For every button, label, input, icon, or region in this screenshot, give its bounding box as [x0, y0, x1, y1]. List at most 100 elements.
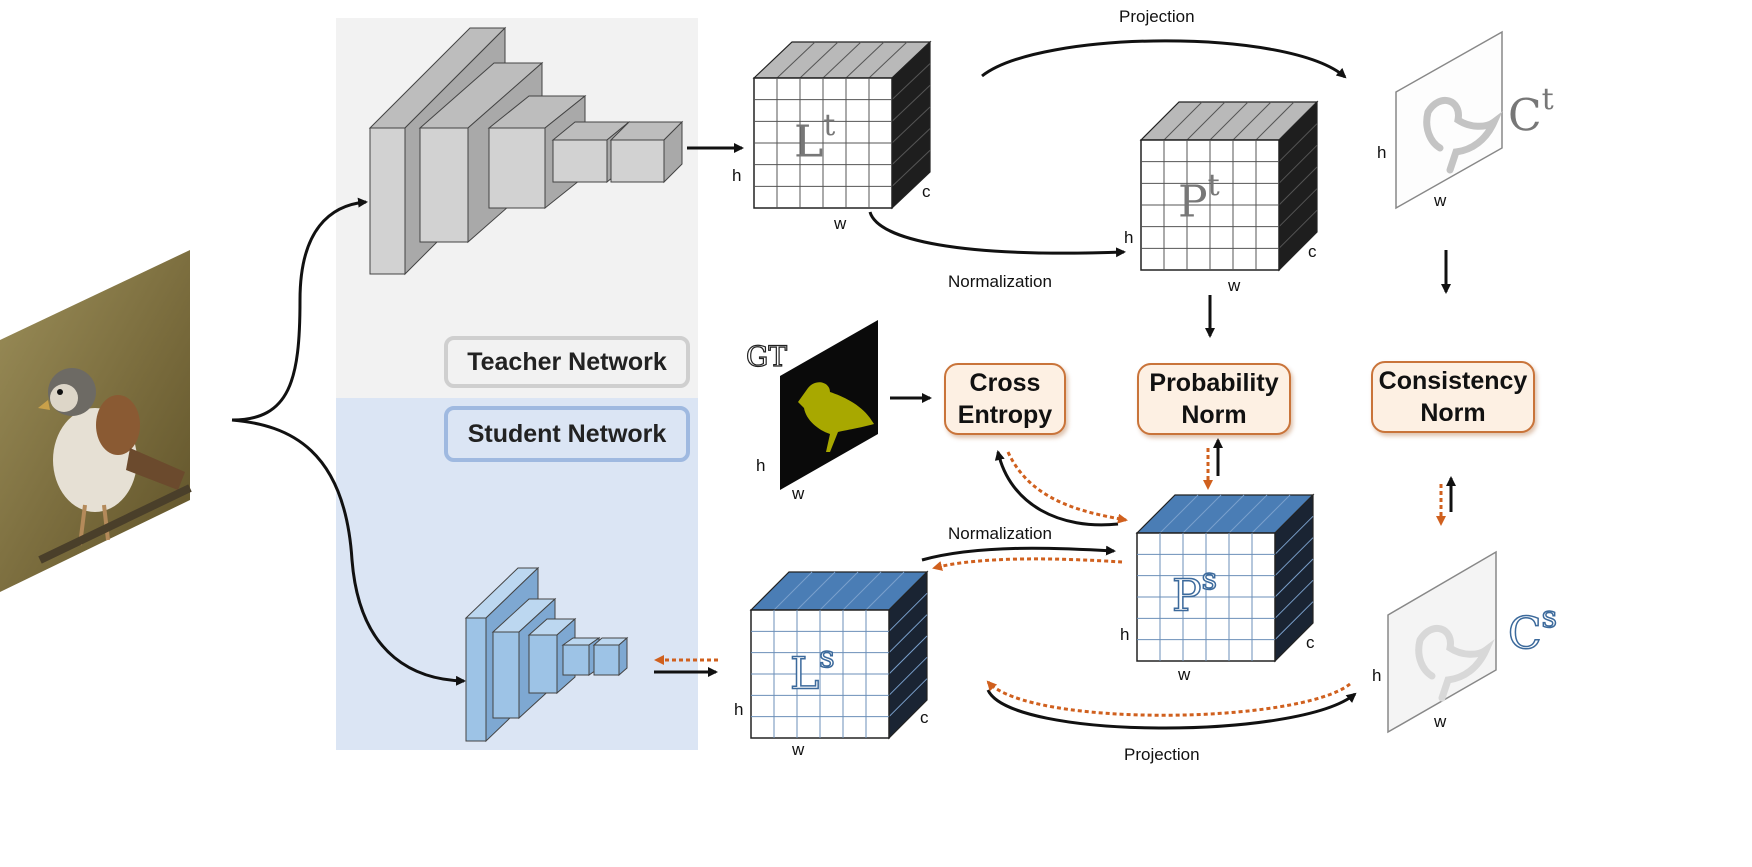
- bird-outline-icon: [1423, 97, 1503, 174]
- cube-top-line: [796, 571, 836, 611]
- projection-gradient-arrow: [986, 680, 1351, 717]
- block-side: [618, 636, 628, 677]
- symbol-base: L: [794, 116, 824, 168]
- student-consistency-symbol: Cs: [1507, 599, 1558, 661]
- projection-label-top: Projection: [1119, 7, 1195, 26]
- symbol-superscript: t: [1541, 82, 1554, 117]
- block-front: [465, 617, 487, 742]
- dim-w-pt: w: [1228, 276, 1241, 295]
- symbol-superscript: s: [1201, 561, 1218, 598]
- cube-side-line: [1274, 601, 1314, 641]
- cube-side-line: [891, 128, 931, 166]
- cube-top-line: [865, 571, 905, 611]
- cube-top-line: [819, 571, 859, 611]
- cube-side-line: [891, 63, 931, 101]
- cube-side-line: [888, 592, 928, 632]
- branch-arrow-student: [231, 418, 466, 686]
- cube-top-line: [1232, 101, 1272, 141]
- cube-side-line: [888, 635, 928, 675]
- cross-entropy-line2: Entropy: [957, 401, 1053, 429]
- block-front: [593, 644, 620, 676]
- symbol-superscript: t: [823, 108, 836, 143]
- dim-w-ct: w: [1434, 191, 1447, 210]
- cube-side-line: [1274, 558, 1314, 598]
- student-network-layers: [464, 566, 629, 743]
- probability-norm-line2: Norm: [1181, 401, 1247, 429]
- input-image: [0, 250, 192, 592]
- block-front: [610, 139, 665, 183]
- cube-top-line: [1205, 494, 1245, 534]
- dim-w-ls: w: [792, 740, 805, 759]
- dim-c-lt: c: [922, 182, 931, 201]
- cube-side-line: [1278, 209, 1318, 249]
- cube-top-line: [1186, 101, 1226, 141]
- normalization-label-bottom: Normalization: [948, 524, 1052, 543]
- cube-side-line: [1274, 537, 1314, 577]
- cube-side-line: [1278, 188, 1318, 228]
- student-consistency-map: [1387, 550, 1497, 734]
- dim-w-gt: w: [792, 484, 805, 503]
- cube-top-line: [845, 41, 885, 79]
- teacher-layer-block: [551, 120, 631, 184]
- student-prob-symbol: Ps: [1171, 561, 1218, 623]
- block-front: [492, 631, 520, 719]
- branch-arrow-teacher: [231, 197, 368, 422]
- block-front: [419, 127, 469, 243]
- cube-top-line: [799, 41, 839, 79]
- cube-top-line: [1209, 101, 1249, 141]
- teacher-prob-cube: [1139, 100, 1319, 272]
- cube-side-line: [891, 149, 931, 187]
- symbol-base: P: [1178, 176, 1208, 228]
- cube-side-line: [891, 106, 931, 144]
- cube-top-line: [776, 41, 816, 79]
- consistency-norm-line2: Norm: [1420, 399, 1486, 427]
- student-layer-block: [592, 636, 629, 677]
- cube-side-line: [1274, 515, 1314, 555]
- symbol-superscript: s: [1541, 599, 1558, 636]
- dim-h-pt: h: [1124, 228, 1134, 247]
- teacher-layer-block: [609, 120, 684, 184]
- teacher-network-label: Teacher Network: [444, 336, 690, 388]
- block-front: [369, 127, 406, 275]
- cube-top-line: [1255, 101, 1295, 141]
- dim-h-ct: h: [1377, 143, 1387, 162]
- normalization-arrow-top: [868, 211, 1126, 258]
- teacher-prob-symbol: Pt: [1178, 168, 1220, 228]
- dim-h-lt: h: [732, 166, 742, 185]
- symbol-base: L: [789, 648, 820, 701]
- cube-top-line: [1159, 494, 1199, 534]
- ground-truth-mask: [780, 320, 878, 490]
- cube-side-line: [891, 84, 931, 122]
- bird-outline-icon: [1415, 625, 1495, 702]
- symbol-base: C: [1508, 90, 1542, 142]
- normalization-gradient-arrow: [932, 557, 1123, 571]
- cross-entropy-line1: Cross: [969, 369, 1041, 397]
- dim-c-pt: c: [1308, 242, 1317, 261]
- symbol-superscript: t: [1207, 168, 1220, 203]
- dim-h-ls: h: [734, 700, 744, 719]
- symbol-base: C: [1507, 608, 1542, 661]
- block-front: [528, 634, 558, 694]
- probability-norm-line1: Probability: [1149, 369, 1279, 397]
- teacher-consistency-symbol: Ct: [1508, 82, 1554, 142]
- dim-c-ls: c: [920, 708, 929, 727]
- projection-arrow-bottom: [986, 689, 1357, 730]
- dim-c-ps: c: [1306, 633, 1315, 652]
- cube-top-line: [1182, 494, 1222, 534]
- student-logits-cube: [749, 570, 929, 740]
- teacher-network-layers: [368, 26, 684, 276]
- symbol-base: P: [1171, 570, 1202, 623]
- cube-side-line: [888, 678, 928, 718]
- cube-top-line: [1163, 101, 1203, 141]
- student-prob-cube: [1135, 493, 1315, 663]
- ce-gradient-arrow: [1006, 451, 1128, 524]
- cube-side-line: [1278, 144, 1318, 184]
- cube-top-line: [868, 41, 908, 79]
- symbol-superscript: s: [818, 639, 835, 676]
- normalization-label-top: Normalization: [948, 272, 1052, 291]
- block-front: [552, 139, 608, 183]
- consistency-norm-line1: Consistency: [1378, 367, 1528, 395]
